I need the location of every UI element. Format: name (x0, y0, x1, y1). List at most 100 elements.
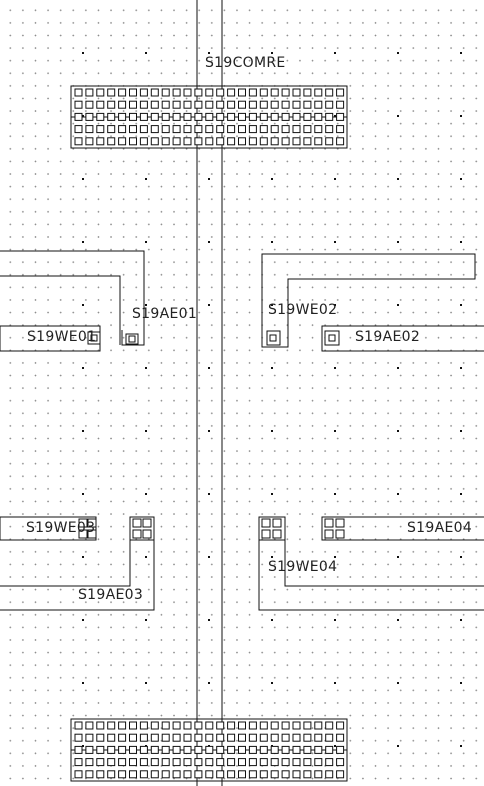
grid-marker (397, 430, 399, 432)
trace-we03[interactable] (0, 516, 97, 541)
grid-marker (334, 682, 336, 684)
connector-pin (216, 88, 225, 97)
connector-pin (139, 137, 148, 146)
connector-pin (248, 88, 257, 97)
connector-pin (336, 733, 345, 742)
grid-marker (82, 556, 84, 558)
connector-pin (281, 733, 290, 742)
grid-marker (208, 178, 210, 180)
grid-marker (145, 367, 147, 369)
connector-pin (139, 88, 148, 97)
grid-marker (82, 745, 84, 747)
connector-pin (107, 770, 116, 779)
connector-pin (259, 758, 268, 767)
connector-pin (118, 137, 127, 146)
connector-pin (74, 88, 83, 97)
connector-pin (194, 100, 203, 109)
connector-pin (281, 100, 290, 109)
trace-ae02[interactable] (321, 325, 484, 352)
connector-pin (314, 88, 323, 97)
top-connector[interactable] (70, 85, 348, 149)
grid-marker (145, 682, 147, 684)
connector-pin (85, 733, 94, 742)
connector-pin (292, 125, 301, 134)
label-s19ae02: S19AE02 (355, 329, 420, 345)
connector-pin (270, 721, 279, 730)
connector-pin (205, 88, 214, 97)
connector-pin (314, 770, 323, 779)
connector-pin (107, 100, 116, 109)
connector-pin (259, 88, 268, 97)
connector-pin (194, 770, 203, 779)
connector-pin (336, 745, 345, 754)
grid-marker (208, 493, 210, 495)
connector-pin (336, 770, 345, 779)
connector-pin (161, 745, 170, 754)
grid-marker (271, 493, 273, 495)
grid-marker (334, 52, 336, 54)
connector-pin (129, 88, 137, 97)
connector-pin (194, 125, 203, 134)
trace-we02[interactable] (261, 253, 476, 348)
connector-pin (96, 733, 105, 742)
grid-marker (145, 241, 147, 243)
connector-pin (303, 125, 312, 134)
connector-pin (183, 125, 192, 134)
connector-pin (96, 745, 105, 754)
grid-marker (271, 241, 273, 243)
grid-marker (82, 241, 84, 243)
trace-ae01[interactable] (0, 250, 145, 346)
connector-pin (172, 125, 181, 134)
connector-pin (107, 745, 116, 754)
grid-marker (460, 619, 462, 621)
connector-pin (183, 733, 192, 742)
grid-marker (271, 430, 273, 432)
grid-marker (208, 367, 210, 369)
connector-pin (129, 770, 137, 779)
grid-marker (397, 556, 399, 558)
connector-pin (96, 758, 105, 767)
connector-pin (336, 88, 345, 97)
connector-pin (216, 770, 225, 779)
trace-we01[interactable] (0, 325, 101, 352)
grid-marker (397, 304, 399, 306)
grid-marker (460, 367, 462, 369)
trace-ae03[interactable] (0, 516, 155, 611)
connector-pin (336, 758, 345, 767)
connector-pin (183, 137, 192, 146)
connector-pin (96, 112, 105, 121)
connector-pin (139, 125, 148, 134)
connector-pin (292, 112, 301, 121)
label-s19we04: S19WE04 (268, 559, 337, 575)
connector-pin (74, 745, 83, 754)
connector-pin (314, 125, 323, 134)
connector-pin (150, 721, 159, 730)
trace-we04[interactable] (258, 516, 484, 611)
connector-pin (118, 112, 127, 121)
connector-pin (183, 721, 192, 730)
grid-marker (271, 178, 273, 180)
connector-pin (194, 88, 203, 97)
connector-pin (150, 770, 159, 779)
connector-pin (194, 745, 203, 754)
connector-pin (325, 125, 334, 134)
connector-pin (107, 758, 116, 767)
grid-marker (397, 745, 399, 747)
connector-pin (325, 733, 334, 742)
connector-pin (259, 770, 268, 779)
connector-pin (216, 125, 225, 134)
trace-ae04[interactable] (321, 516, 484, 541)
connector-pin (96, 137, 105, 146)
connector-pin (205, 770, 214, 779)
grid-marker (397, 241, 399, 243)
grid-marker (145, 430, 147, 432)
connector-pin (336, 112, 345, 121)
connector-pin (205, 125, 214, 134)
bottom-connector[interactable] (70, 718, 348, 782)
connector-pin (74, 770, 83, 779)
connector-pin (172, 137, 181, 146)
connector-pin (281, 112, 290, 121)
grid-marker (82, 52, 84, 54)
connector-pin (150, 137, 159, 146)
connector-pin (292, 758, 301, 767)
